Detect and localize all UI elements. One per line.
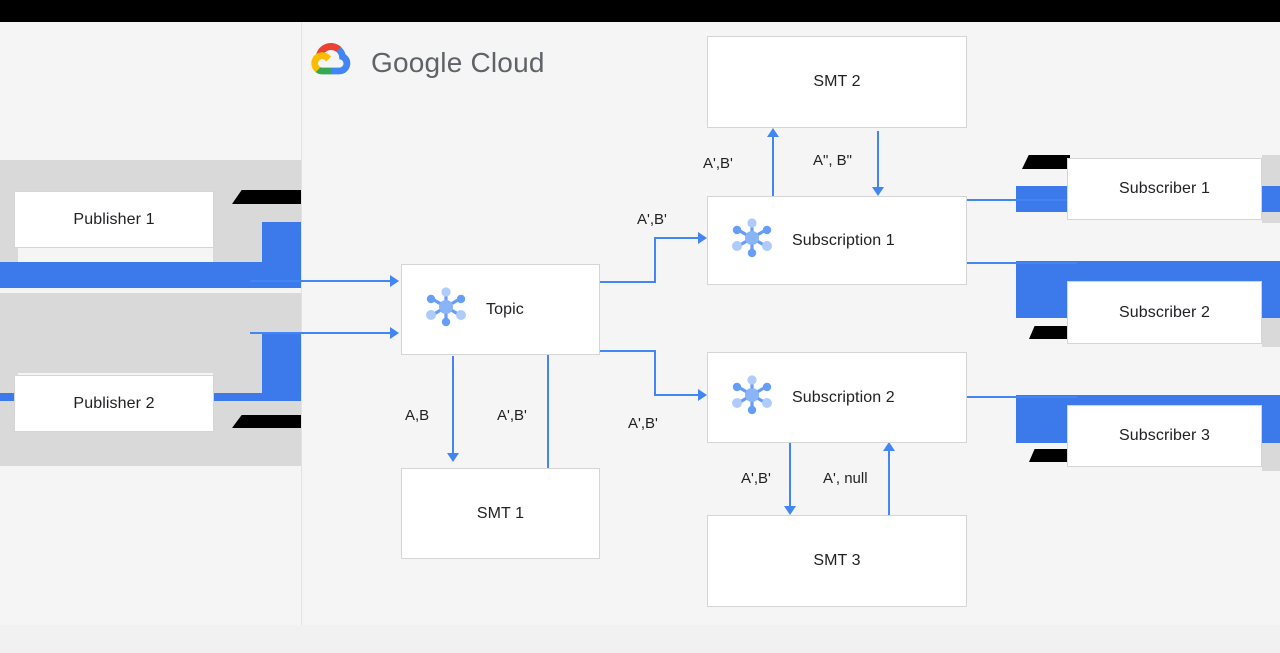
node-label: Subscription 1 bbox=[792, 231, 895, 249]
gray-band-artifact bbox=[0, 430, 301, 466]
node-label: Topic bbox=[486, 300, 524, 318]
edge-label-smt2-subscription1: A", B" bbox=[813, 152, 852, 169]
edge-publisher2-topic bbox=[250, 332, 390, 334]
redaction-bar bbox=[1029, 326, 1069, 339]
blue-block-artifact bbox=[262, 333, 301, 395]
edge-label-topic-subscription2: A',B' bbox=[628, 415, 658, 432]
arrowhead-publisher2-topic bbox=[390, 327, 399, 339]
pubsub-subscription-icon bbox=[726, 369, 778, 426]
pubsub-topic-icon bbox=[420, 281, 472, 338]
edge-topic-subscription2-seg2 bbox=[654, 350, 656, 394]
edge-smt1-topic bbox=[547, 282, 549, 468]
node-subscriber-2[interactable]: Subscriber 2 bbox=[1067, 281, 1262, 344]
edge-label-smt3-subscription2: A', null bbox=[823, 470, 868, 487]
node-smt-2[interactable]: SMT 2 bbox=[707, 36, 967, 128]
node-smt-3[interactable]: SMT 3 bbox=[707, 515, 967, 607]
gray-band-artifact bbox=[0, 202, 18, 264]
edge-topic-subscription2-seg1 bbox=[600, 350, 656, 352]
node-smt-1[interactable]: SMT 1 bbox=[401, 468, 600, 559]
edge-label-subscription1-smt2: A',B' bbox=[703, 155, 733, 172]
edge-publisher1-topic bbox=[250, 280, 390, 282]
edge-label-smt1-topic: A',B' bbox=[497, 407, 527, 424]
node-publisher-1[interactable]: Publisher 1 bbox=[14, 191, 214, 248]
redaction-bar bbox=[232, 190, 301, 204]
node-label: SMT 3 bbox=[813, 552, 861, 569]
node-label: Subscriber 3 bbox=[1118, 427, 1211, 444]
google-cloud-logo-icon bbox=[309, 38, 357, 87]
redaction-bar bbox=[232, 415, 301, 428]
node-label: Subscriber 2 bbox=[1118, 303, 1211, 321]
bottom-strip bbox=[0, 625, 1280, 653]
edge-subscription2-subscriber3 bbox=[967, 396, 1077, 398]
arrowhead-publisher1-topic bbox=[390, 275, 399, 287]
redaction-bar bbox=[1022, 155, 1070, 169]
google-cloud-wordmark: Google Cloud bbox=[371, 46, 545, 78]
blue-block-artifact bbox=[0, 262, 301, 288]
arrowhead-subscription2-smt3 bbox=[784, 506, 796, 515]
node-subscription-2[interactable]: Subscription 2 bbox=[707, 352, 967, 443]
node-label: Publisher 1 bbox=[73, 210, 155, 228]
redaction-bar bbox=[1029, 449, 1069, 462]
pubsub-subscription-icon bbox=[726, 212, 778, 269]
node-label: SMT 2 bbox=[813, 73, 861, 90]
node-label: SMT 1 bbox=[476, 504, 525, 522]
arrowhead-topic-smt1 bbox=[447, 453, 459, 462]
node-label: Subscriber 1 bbox=[1118, 180, 1211, 197]
node-label: Subscription 2 bbox=[792, 388, 895, 406]
node-label: Publisher 2 bbox=[73, 394, 155, 412]
gray-band-artifact bbox=[0, 373, 18, 435]
edge-topic-subscription1-seg1 bbox=[600, 281, 656, 283]
edge-label-topic-subscription1: A',B' bbox=[637, 211, 667, 228]
arrowhead-smt2-subscription1 bbox=[872, 187, 884, 196]
node-subscriber-1[interactable]: Subscriber 1 bbox=[1067, 158, 1262, 220]
edge-smt2-subscription1 bbox=[877, 131, 879, 187]
google-cloud-branding: Google Cloud bbox=[309, 38, 545, 87]
edge-label-topic-smt1: A,B bbox=[405, 407, 430, 424]
node-subscriber-3[interactable]: Subscriber 3 bbox=[1067, 405, 1262, 467]
edge-topic-subscription1-seg3 bbox=[654, 237, 698, 239]
edge-subscription1-subscriber1 bbox=[967, 199, 1077, 201]
arrowhead-subscription1-smt2 bbox=[767, 128, 779, 137]
edge-subscription2-smt3 bbox=[789, 443, 791, 506]
edge-topic-subscription1-seg2 bbox=[654, 237, 656, 283]
edge-topic-smt1 bbox=[452, 356, 454, 453]
edge-subscription1-smt2 bbox=[772, 136, 774, 199]
node-subscription-1[interactable]: Subscription 1 bbox=[707, 196, 967, 285]
edge-topic-subscription2-seg3 bbox=[654, 394, 698, 396]
arrowhead-topic-subscription2 bbox=[698, 389, 707, 401]
edge-label-subscription2-smt3: A',B' bbox=[741, 470, 771, 487]
edge-subscription1-subscriber2 bbox=[967, 262, 1077, 264]
arrowhead-topic-subscription1 bbox=[698, 232, 707, 244]
node-topic[interactable]: Topic bbox=[401, 264, 600, 355]
edge-smt3-subscription2 bbox=[888, 450, 890, 515]
node-publisher-2[interactable]: Publisher 2 bbox=[14, 375, 214, 432]
arrowhead-smt3-subscription2 bbox=[883, 442, 895, 451]
top-redaction-bar bbox=[0, 0, 1280, 22]
